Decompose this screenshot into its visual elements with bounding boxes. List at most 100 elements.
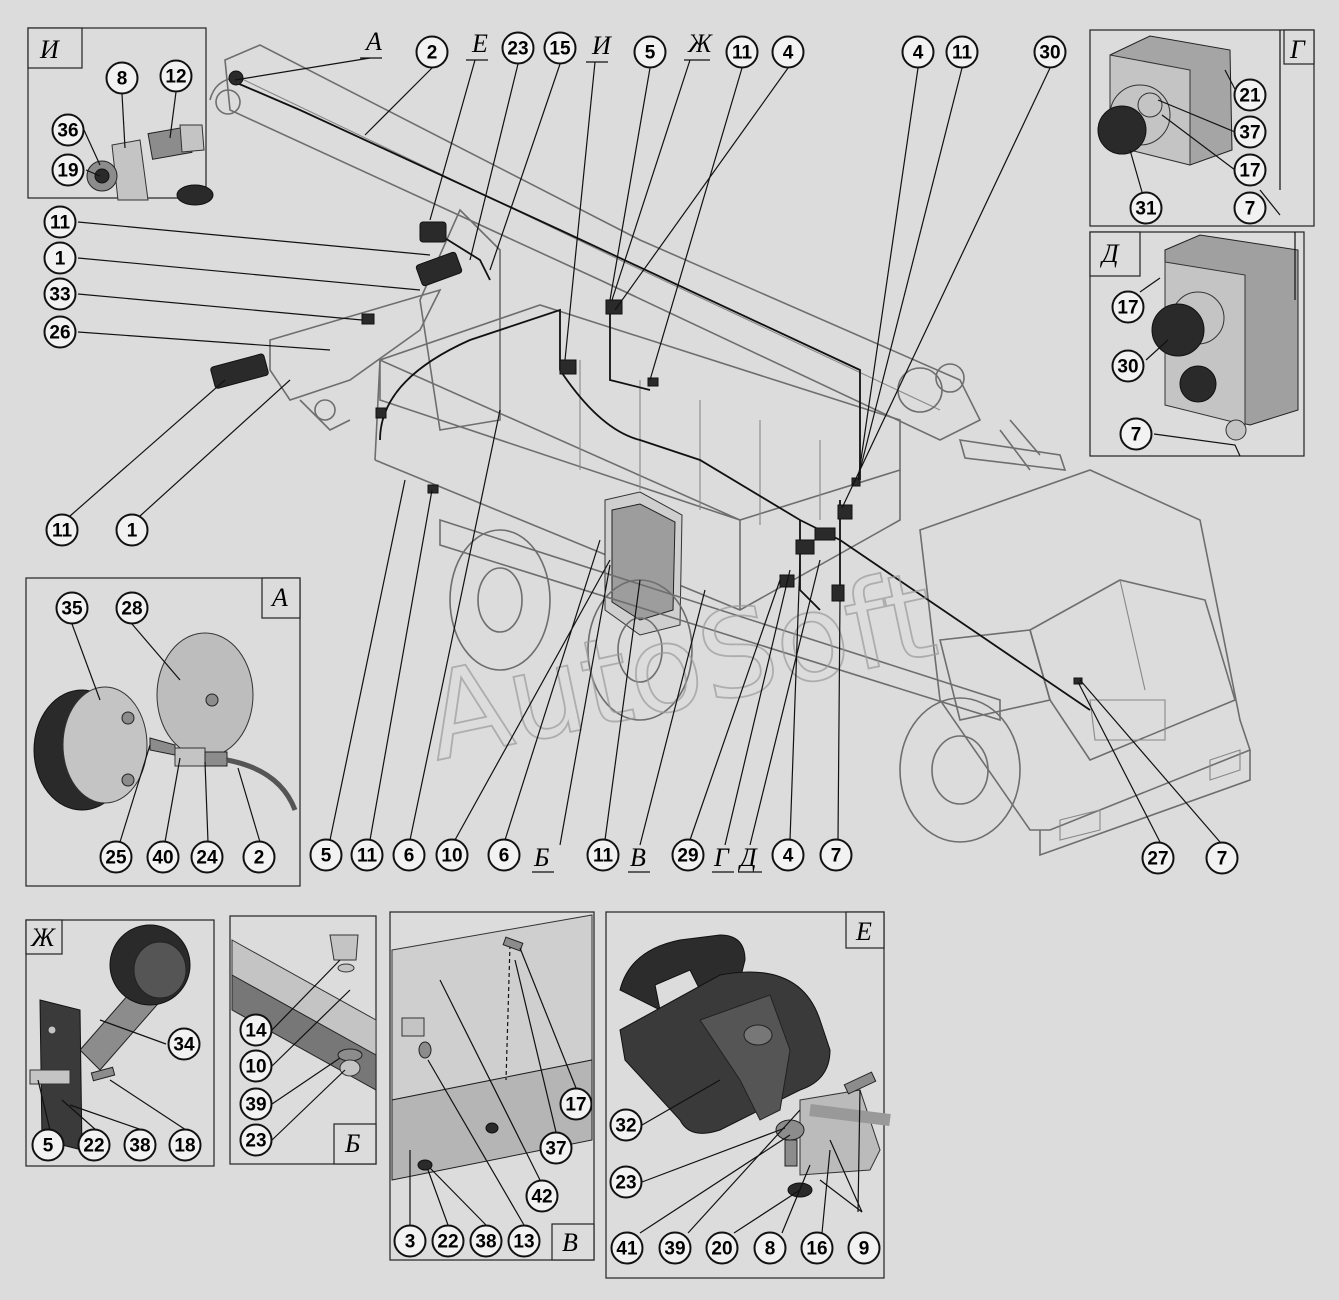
callout-12: 12 bbox=[159, 59, 193, 93]
detail-panel-g: Г bbox=[1089, 29, 1315, 227]
callout-circle bbox=[945, 35, 979, 69]
callout-number: 39 bbox=[245, 1095, 266, 1116]
callout-circle bbox=[847, 1231, 881, 1265]
callout-34: 34 bbox=[167, 1027, 201, 1061]
callout-circle bbox=[123, 1128, 157, 1162]
panel-zh-letter: Ж bbox=[30, 923, 56, 952]
callout-number: 19 bbox=[57, 161, 78, 182]
callout-number: 22 bbox=[83, 1136, 104, 1157]
callout-circle bbox=[609, 1165, 643, 1199]
callout-number: 11 bbox=[732, 43, 753, 64]
view-marker-i: И bbox=[591, 31, 612, 60]
callout-circle bbox=[1205, 841, 1239, 875]
callout-number: 12 bbox=[165, 67, 186, 88]
callout-39: 39 bbox=[239, 1087, 273, 1121]
view-marker-v: В bbox=[630, 843, 646, 872]
callout-circle bbox=[819, 838, 853, 872]
callout-number: 7 bbox=[1245, 199, 1256, 220]
callout-6: 6 bbox=[487, 838, 521, 872]
callout-2: 2 bbox=[415, 35, 449, 69]
detail-panel-zh: Ж bbox=[25, 919, 215, 1167]
callout-circle bbox=[350, 838, 384, 872]
callout-number: 4 bbox=[783, 43, 794, 64]
callout-number: 17 bbox=[1117, 298, 1138, 319]
callout-15: 15 bbox=[543, 31, 577, 65]
callout-number: 11 bbox=[357, 846, 378, 867]
callout-circle bbox=[167, 1027, 201, 1061]
callout-8: 8 bbox=[753, 1231, 787, 1265]
callout-number: 23 bbox=[615, 1173, 636, 1194]
callout-circle bbox=[392, 838, 426, 872]
callout-circle bbox=[1129, 191, 1163, 225]
callout-27: 27 bbox=[1141, 841, 1175, 875]
callout-32: 32 bbox=[609, 1108, 643, 1142]
callout-22: 22 bbox=[431, 1224, 465, 1258]
callout-21: 21 bbox=[1233, 78, 1267, 112]
callout-7: 7 bbox=[1205, 841, 1239, 875]
callout-14: 14 bbox=[239, 1013, 273, 1047]
callout-16: 16 bbox=[800, 1231, 834, 1265]
callout-number: 9 bbox=[859, 1239, 870, 1260]
callout-number: 11 bbox=[52, 521, 73, 542]
view-marker-zh: Ж bbox=[687, 29, 713, 58]
callout-circle bbox=[725, 35, 759, 69]
callout-11: 11 bbox=[945, 35, 979, 69]
callout-circle bbox=[43, 205, 77, 239]
callout-circle bbox=[487, 838, 521, 872]
callout-number: 30 bbox=[1117, 357, 1138, 378]
callout-7: 7 bbox=[1233, 191, 1267, 225]
callout-38: 38 bbox=[123, 1128, 157, 1162]
callout-number: 29 bbox=[677, 846, 698, 867]
panel-b-letter: Б bbox=[344, 1129, 360, 1158]
callout-30: 30 bbox=[1033, 35, 1067, 69]
callout-circle bbox=[168, 1128, 202, 1162]
callout-circle bbox=[51, 113, 85, 147]
callout-number: 20 bbox=[711, 1239, 732, 1260]
callout-number: 37 bbox=[1239, 123, 1260, 144]
callout-38: 38 bbox=[469, 1224, 503, 1258]
callout-24: 24 bbox=[190, 840, 224, 874]
callout-13: 13 bbox=[507, 1224, 541, 1258]
callout-17: 17 bbox=[559, 1087, 593, 1121]
callout-number: 14 bbox=[245, 1021, 267, 1042]
view-marker-g: Г bbox=[713, 843, 730, 872]
callout-circle bbox=[507, 1224, 541, 1258]
callout-5: 5 bbox=[309, 838, 343, 872]
panel-i-letter: И bbox=[39, 35, 60, 64]
callout-circle bbox=[1233, 115, 1267, 149]
callout-circle bbox=[1111, 290, 1145, 324]
callout-36: 36 bbox=[51, 113, 85, 147]
callout-circle bbox=[610, 1231, 644, 1265]
callout-circle bbox=[239, 1123, 273, 1157]
callout-number: 17 bbox=[565, 1095, 586, 1116]
callout-7: 7 bbox=[1119, 417, 1153, 451]
view-marker-e: Е bbox=[471, 29, 488, 58]
callout-5: 5 bbox=[633, 35, 667, 69]
callout-circle bbox=[159, 59, 193, 93]
panel-g-letter: Г bbox=[1289, 35, 1306, 64]
callout-22: 22 bbox=[77, 1128, 111, 1162]
callout-circle bbox=[115, 513, 149, 547]
callout-number: 38 bbox=[475, 1232, 496, 1253]
callout-number: 26 bbox=[49, 323, 70, 344]
callout-circle bbox=[77, 1128, 111, 1162]
callout-circle bbox=[45, 513, 79, 547]
callout-circle bbox=[501, 31, 535, 65]
callout-37: 37 bbox=[1233, 115, 1267, 149]
callout-number: 18 bbox=[174, 1136, 195, 1157]
callout-circle bbox=[239, 1049, 273, 1083]
callout-number: 5 bbox=[43, 1136, 54, 1157]
callout-circle bbox=[115, 591, 149, 625]
view-marker-b: Б bbox=[533, 843, 549, 872]
callout-number: 10 bbox=[245, 1057, 266, 1078]
callout-number: 5 bbox=[645, 43, 656, 64]
callout-circle bbox=[99, 840, 133, 874]
callout-19: 19 bbox=[51, 153, 85, 187]
callout-circle bbox=[539, 1131, 573, 1165]
callout-circle bbox=[586, 838, 620, 872]
view-marker-a: А bbox=[364, 27, 382, 56]
callout-circle bbox=[242, 840, 276, 874]
callout-28: 28 bbox=[115, 591, 149, 625]
